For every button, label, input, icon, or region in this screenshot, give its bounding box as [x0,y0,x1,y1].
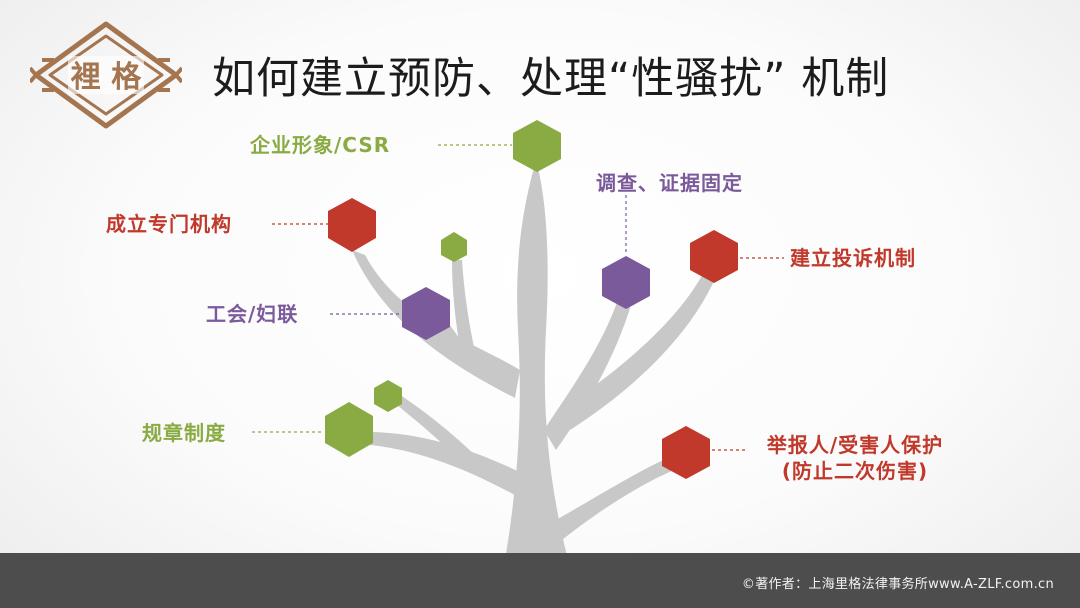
hexagon-small-green-lower [374,380,402,412]
hexagon-complaint [690,230,738,283]
label-complaint: 建立投诉机制 [790,246,916,270]
label-union: 工会/妇联 [206,302,299,326]
logo-text: 裡 格 [70,60,142,95]
hexagon-rules [325,402,373,457]
label-agency: 成立专门机构 [106,212,232,236]
label-rules: 规章制度 [142,421,226,445]
hexagon-small-green-upper [441,232,467,262]
hexagon-union [402,287,450,340]
footer-bar: ©著作者：上海里格法律事务所www.A-ZLF.com.cn [0,553,1080,608]
label-investigation: 调查、证据固定 [596,171,743,195]
firm-logo-icon: 裡 格 [30,21,182,129]
hexagon-investigation [602,256,650,309]
label-csr: 企业形象/CSR [250,133,391,157]
hexagon-agency [328,198,376,252]
label-protection-line1: 举报人/受害人保护 [766,433,944,457]
copyright-credit: ©著作者：上海里格法律事务所www.A-ZLF.com.cn [741,577,1054,592]
label-protection-line2: (防止二次伤害) [781,459,929,483]
hexagon-csr [513,120,561,172]
hexagon-protection [662,426,710,479]
slide-title: 如何建立预防、处理“性骚扰” 机制 [212,54,890,104]
label-protection: 举报人/受害人保护 (防止二次伤害) [750,432,960,484]
tree-trunk [352,160,718,560]
